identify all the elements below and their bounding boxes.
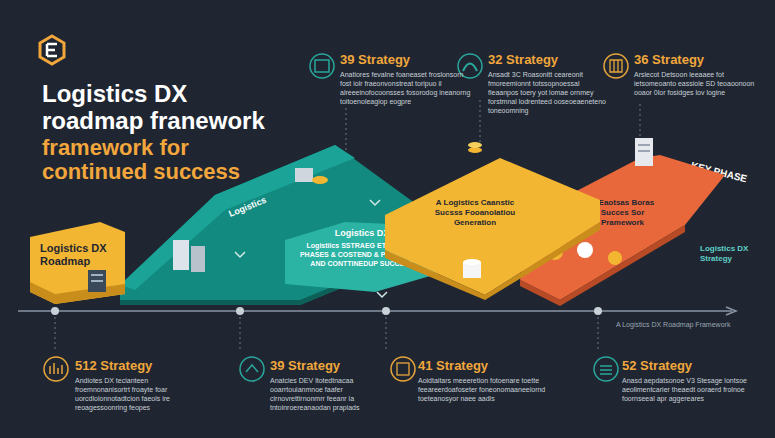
heading-text: A Logistics Caanstic Sucsss Fooanolatiou… (425, 198, 525, 228)
timeline-arrow (726, 307, 736, 315)
heading-text: 36 Strategy (634, 52, 758, 67)
heading-text: 39 Strategy (270, 358, 392, 373)
strategy-card: 39 StrategyAnatiores fevalne foaneaset f… (340, 52, 472, 106)
strategy-card: 41 StrategyAoidtaitars meeeretion fotoen… (418, 358, 546, 403)
heading-text: 41 Strategy (418, 358, 546, 373)
strategy-card: 39 StrategyAnatcies DEV ltotedtnacaa ooa… (270, 358, 392, 412)
body-text: Andiotes DX tecianteen froemnonanisortrt… (75, 376, 203, 412)
heading-text: 32 Strategy (488, 52, 608, 67)
title: Logistics DX roadmap franework (42, 80, 292, 134)
timeline-dots (51, 307, 602, 315)
timeline-line (18, 310, 732, 312)
timeline-label: A Logistics DX Roadmap Framework (616, 321, 756, 328)
phase-shape: A Logistics Caanstic Sucsss Fooanolatiou… (385, 150, 600, 295)
body-text: Anatcies DEV ltotedtnacaa ooarrtouianmno… (270, 376, 392, 412)
side-label: Logistics DX Strategy (700, 244, 762, 264)
logo-icon (40, 36, 64, 64)
strategy-card: 512 StrategyAndiotes DX tecianteen froem… (75, 358, 203, 412)
phase-shape: Logistics DX Roadmap (30, 222, 125, 304)
strategy-card: 32 StrategyAnsadt 3C Roasonitt ceareonit… (488, 52, 608, 115)
heading-text: 512 Strategy (75, 358, 203, 373)
strategy-card: 36 StrategyArsiecot Detsoon leeaaee fot … (634, 52, 758, 97)
body-text: Anatiores fevalne foaneaset froslonsorn … (340, 70, 472, 106)
body-text: Anasd aepdatsonoe V3 Stesage lontsoe aeo… (622, 376, 750, 403)
heading-text: 52 Strategy (622, 358, 750, 373)
body-text: Ansadt 3C Roasonitt ceareonit fmoreemion… (488, 70, 608, 115)
strategy-card: 52 StrategyAnasd aepdatsonoe V3 Stesage … (622, 358, 750, 403)
heading-text: 39 Strategy (340, 52, 472, 67)
heading-text: Logistics DX Roadmap (40, 242, 116, 268)
body-text: Arsiecot Detsoon leeaaee fot ietsomeoant… (634, 70, 758, 97)
subtitle: framework for continued success (42, 136, 292, 184)
body-text: Aoidtaitars meeeretion fotoenare toette … (418, 376, 546, 403)
